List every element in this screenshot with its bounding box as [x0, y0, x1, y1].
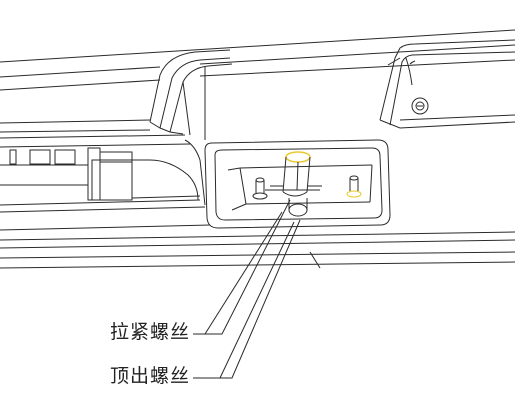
callout-label-push-screw: 顶出螺丝: [110, 365, 191, 387]
frame-bottom-lines: [0, 251, 515, 269]
screw-assembly: [265, 151, 322, 217]
pin-right: [346, 175, 362, 198]
leader-lines: [193, 199, 301, 379]
leader-push-2: [219, 221, 295, 379]
leader-pull: [193, 199, 291, 335]
cap-screw-icon: [411, 97, 429, 115]
callout-label-pull-screw: 拉紧螺丝: [110, 321, 191, 343]
left-rail: [0, 134, 515, 259]
right-block: [379, 39, 515, 129]
pin-left: [252, 177, 268, 200]
pocket-recess: [204, 139, 391, 229]
leader-push: [193, 219, 301, 379]
housing-hump: [149, 49, 233, 140]
frame-top-lines: [0, 29, 515, 133]
leader-pull-2: [204, 211, 283, 335]
